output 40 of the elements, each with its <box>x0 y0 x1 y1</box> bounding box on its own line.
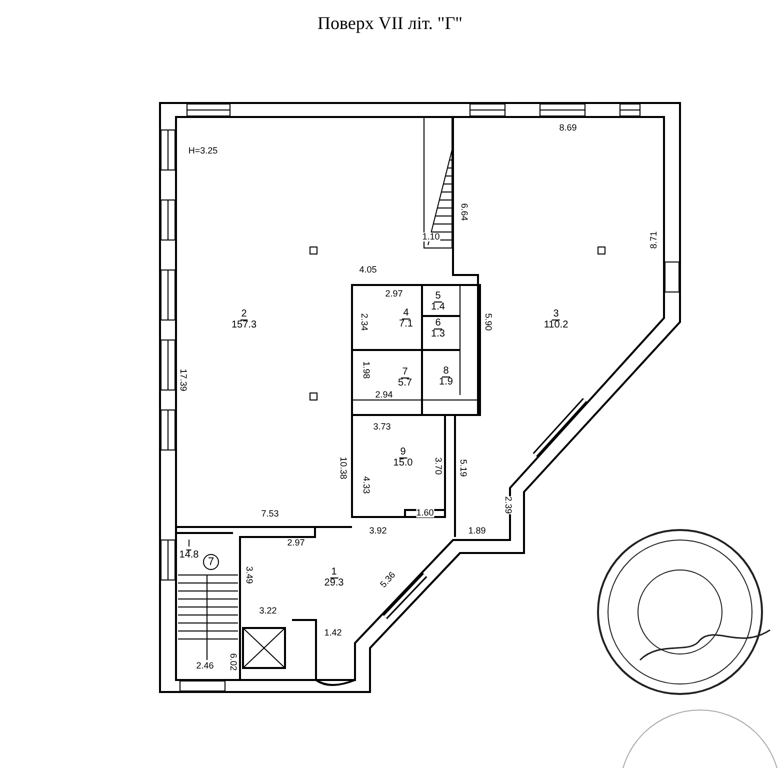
circled-number: 7 <box>203 554 219 570</box>
dimension-label: 4.33 <box>362 476 370 494</box>
room-label: 2 157.3 <box>231 310 257 330</box>
room-label: 9 15.0 <box>393 448 413 468</box>
dimension-label: 8.69 <box>559 124 577 132</box>
room-label: I 14.8 <box>179 540 199 560</box>
room-label: 4 7.1 <box>399 308 413 330</box>
dimension-label: 7.53 <box>261 510 279 518</box>
dimension-label: 1.42 <box>324 628 342 638</box>
dimension-label: 6.64 <box>460 203 468 221</box>
dimension-label: H=3.25 <box>188 146 218 156</box>
dimension-label: 1.60 <box>416 508 434 518</box>
dimension-label: 3.92 <box>369 526 387 536</box>
dimension-label: 2.97 <box>385 290 403 298</box>
dimension-label: 8.71 <box>650 231 658 249</box>
dimension-label: 4.05 <box>359 266 377 274</box>
dimension-label: 1.98 <box>362 361 370 379</box>
dimension-label: 2.97 <box>287 538 305 548</box>
dimension-label: 2.34 <box>360 313 368 331</box>
dimension-label: 3.22 <box>259 606 277 616</box>
plan-title: Поверх VII літ. "Г" <box>316 12 464 35</box>
dimension-label: 10.38 <box>338 456 348 480</box>
dimension-label: 1.89 <box>468 526 486 536</box>
dimension-label: 2.94 <box>375 390 393 400</box>
dimension-label: 2.39 <box>504 496 512 514</box>
dimension-label: 2.46 <box>196 662 214 670</box>
dimension-label: 3.70 <box>434 457 442 475</box>
room-label: 1 29.3 <box>324 568 344 588</box>
room-label: 6 1.3 <box>431 318 445 340</box>
dimension-label: 1.10 <box>422 232 440 242</box>
dimension-label: 17.39 <box>178 368 188 392</box>
dimension-label: 3.49 <box>244 566 254 584</box>
room-label: 7 5.7 <box>398 368 412 388</box>
room-label: 5 1.4 <box>431 292 445 312</box>
room-label: 8 1.9 <box>439 366 453 388</box>
dimension-label: 5.19 <box>458 459 468 477</box>
dimension-label: 6.02 <box>228 653 238 671</box>
dimension-label: 3.73 <box>373 422 391 432</box>
dimension-label: 5.90 <box>484 313 492 331</box>
room-label: 3 110.2 <box>544 310 568 330</box>
